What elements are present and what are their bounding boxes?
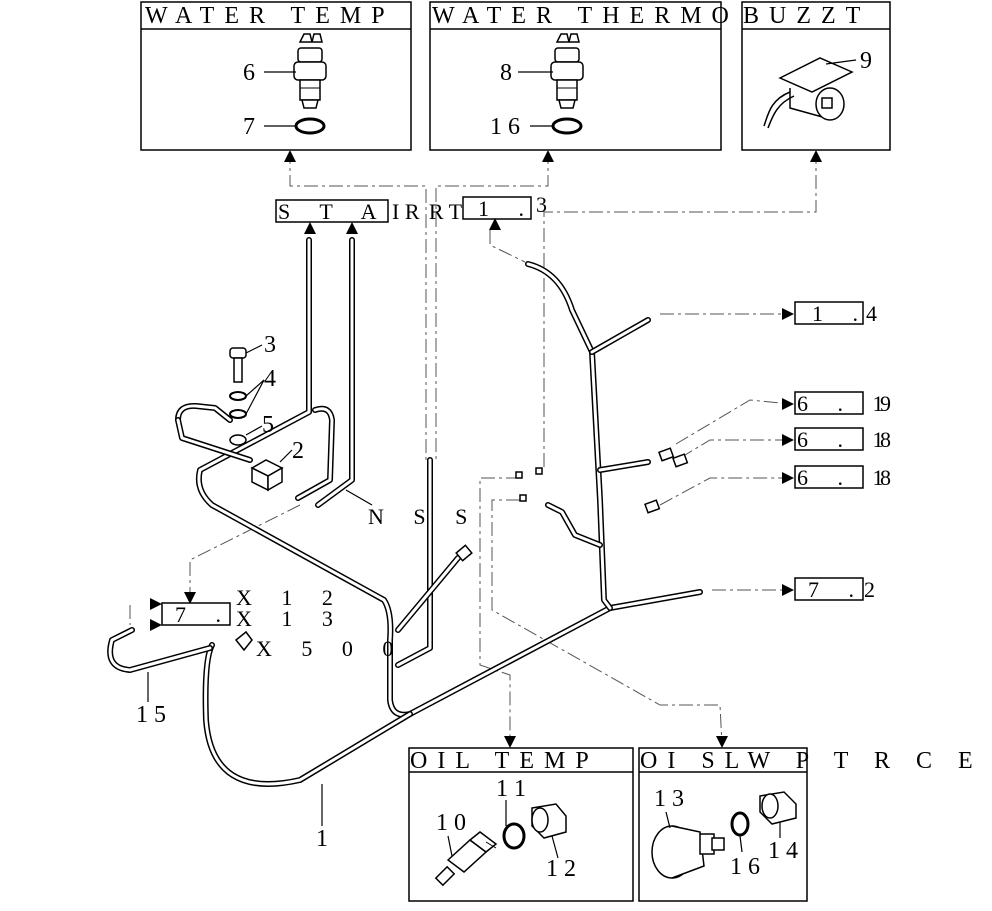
small-hardware [229, 344, 293, 492]
buzzer-icon [763, 57, 854, 129]
callout-16-bottom: 1 6 [730, 854, 760, 880]
ref-7-2-suffix: 2 [864, 577, 887, 602]
washer-11-icon [502, 822, 526, 850]
callout-14: 1 4 [768, 838, 798, 864]
water-temp-sensor-icon [293, 33, 327, 109]
callout-16-top: 1 6 [490, 114, 520, 140]
ref-1-4-label: 1 . [812, 301, 870, 326]
callout-13: 1 3 [654, 786, 684, 812]
ref-start-label: S T A R T [278, 199, 474, 224]
washer-4a-icon [229, 391, 247, 401]
panel-oil-temp: OIL TEMP 1 1 1 0 1 2 [408, 747, 634, 902]
ref-1-3-box[interactable]: 1 . 3 [462, 192, 559, 221]
label-x500: X 5 0 0 [256, 636, 405, 661]
ref-6-18b-box[interactable]: 6 . 1 8 [794, 465, 903, 490]
ref-1-4-suffix: 4 [866, 301, 889, 326]
routing-lines [129, 150, 817, 746]
callout-1: 1 [316, 826, 328, 852]
panel-water-temp: WATER TEMP 6 7 [140, 1, 412, 151]
washer-16-bottom-icon [730, 811, 750, 837]
label-x12: X 1 2 [236, 585, 345, 610]
callout-11: 1 1 [496, 776, 526, 802]
ref-start-box[interactable]: S T A R T I R [275, 199, 474, 224]
ref-6-18a-label: 6 . 1 [797, 427, 896, 452]
washer-4b-icon [229, 409, 247, 419]
panel-oil-temp-title: OIL TEMP [410, 748, 599, 774]
callout-4: 4 [264, 366, 276, 392]
callout-7: 7 [243, 114, 255, 140]
panel-water-temp-title: WATER TEMP [145, 3, 395, 29]
ref-start-suffix: I R [392, 199, 456, 224]
label-nss: N S S [368, 504, 479, 529]
ref-7-2-label: 7 . [808, 577, 866, 602]
bolt-3-icon [229, 347, 247, 383]
ref-6-18a-suffix: 8 [880, 427, 903, 452]
panel-water-thermo-title: WATER THERMO [432, 3, 739, 29]
callout-12: 1 2 [546, 856, 576, 882]
connectors [234, 447, 689, 652]
ref-7-label: 7 . [175, 602, 233, 627]
adapter-12-icon [531, 803, 567, 839]
label-x13: X 1 3 [236, 606, 345, 631]
callout-10: 1 0 [436, 810, 466, 836]
ref-6-18a-box[interactable]: 6 . 1 8 [794, 427, 903, 452]
callout-2: 2 [292, 438, 304, 464]
panel-buzzer: BUZZT 9 [741, 1, 891, 151]
panel-buzzer-title: BUZZT [743, 3, 870, 29]
callout-5: 5 [262, 412, 274, 438]
water-thermo-switch-icon [550, 33, 584, 109]
ref-6-18b-suffix: 8 [880, 465, 903, 490]
nut-5-icon [229, 434, 247, 446]
oil-press-switch-icon [651, 825, 725, 879]
ref-1-3-suffix: 3 [536, 192, 559, 217]
callout-8: 8 [500, 60, 512, 86]
relay-2-icon [250, 459, 284, 492]
ref-6-19-box[interactable]: 6 . 1 9 [794, 391, 903, 416]
harness-main-cable [107, 237, 703, 787]
ref-7-2-box[interactable]: 7 . 2 [794, 577, 887, 602]
ref-6-19-suffix: 9 [880, 391, 903, 416]
callout-9: 9 [860, 48, 872, 74]
ref-7-box[interactable]: 7 . [161, 602, 233, 627]
ref-6-19-label: 6 . 1 [797, 391, 896, 416]
ref-1-3-label: 1 . [478, 196, 536, 221]
ref-6-18b-label: 6 . 1 [797, 465, 896, 490]
panel-oil-press-title: OI SLW P T R C E H S S [640, 748, 992, 774]
callout-3: 3 [264, 332, 276, 358]
callout-15: 1 5 [136, 702, 166, 728]
panel-water-thermo: WATER THERMO 8 1 6 [429, 1, 739, 151]
callout-6: 6 [243, 60, 255, 86]
panel-oil-press: OI SLW P T R C E H S S 1 3 1 6 1 4 [638, 747, 992, 902]
ref-1-4-box[interactable]: 1 . 4 [794, 301, 889, 326]
adapter-14-icon [759, 791, 797, 825]
arrow-heads [150, 150, 822, 748]
oil-temp-sensor-icon [434, 831, 498, 887]
